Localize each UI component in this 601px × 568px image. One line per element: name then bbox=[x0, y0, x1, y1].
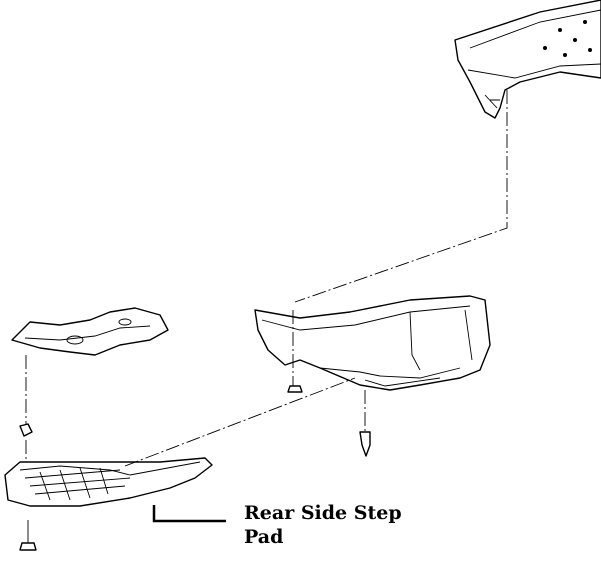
retaining-nut bbox=[19, 423, 33, 437]
callout-leader bbox=[152, 505, 226, 523]
rear-side-step-pad-label: Rear Side Step Pad bbox=[244, 502, 402, 548]
bumper-top-section bbox=[454, 0, 601, 119]
rear-side-step-pad bbox=[4, 457, 213, 507]
bumper-end-cap bbox=[254, 295, 491, 391]
bolts bbox=[19, 385, 371, 551]
step-bracket bbox=[11, 307, 169, 356]
assembly-lines bbox=[25, 90, 508, 467]
